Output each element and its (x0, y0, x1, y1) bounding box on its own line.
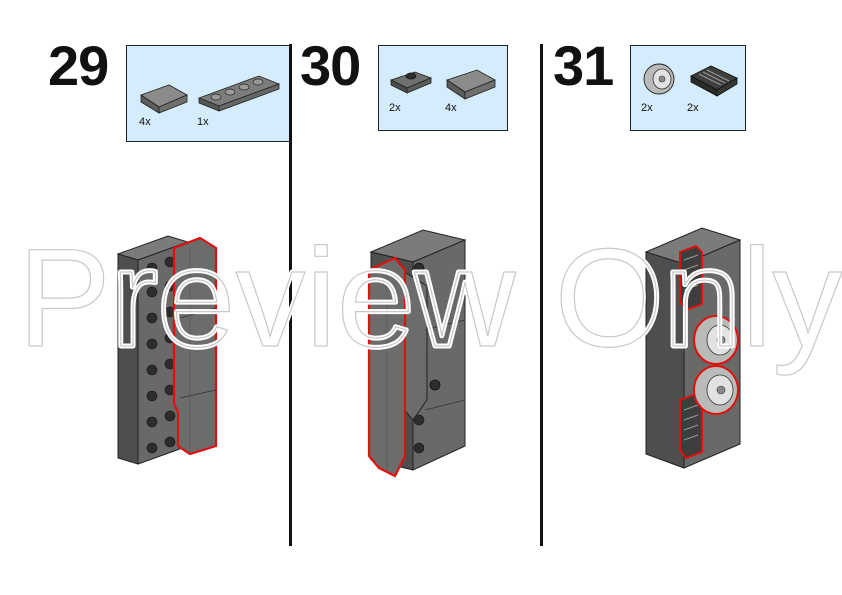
jumper-plate-icon (389, 71, 433, 94)
grille-slope-icon (690, 65, 738, 97)
parts-list: 2x 4x (378, 45, 508, 131)
watermark: Preview Only Preview Only (15, 217, 842, 379)
step-divider (289, 44, 292, 546)
part-quantity: 2x (687, 102, 699, 114)
part-quantity: 4x (139, 116, 151, 128)
svg-text:Preview Only: Preview Only (18, 219, 842, 376)
wheel-icon (643, 63, 675, 95)
assembly-model (644, 227, 742, 469)
part-quantity: 2x (389, 102, 401, 114)
parts-list: 2x 2x (630, 45, 746, 131)
wheel-icon (693, 365, 739, 415)
step-number: 31 (553, 34, 614, 97)
part-quantity: 2x (641, 102, 653, 114)
assembly-model (367, 229, 467, 478)
parts-list: 4x 1x (126, 45, 290, 142)
plate-1x4-icon (197, 75, 281, 112)
wheel-icon (693, 315, 739, 365)
svg-text:Preview Only: Preview Only (18, 219, 842, 376)
slope-brick-icon (446, 69, 496, 100)
slope-brick-icon (140, 84, 188, 114)
step-divider (540, 44, 543, 546)
part-quantity: 4x (445, 102, 457, 114)
step-number: 30 (300, 34, 361, 97)
step-number: 29 (48, 34, 109, 97)
part-quantity: 1x (197, 116, 209, 128)
assembly-model (116, 235, 218, 465)
